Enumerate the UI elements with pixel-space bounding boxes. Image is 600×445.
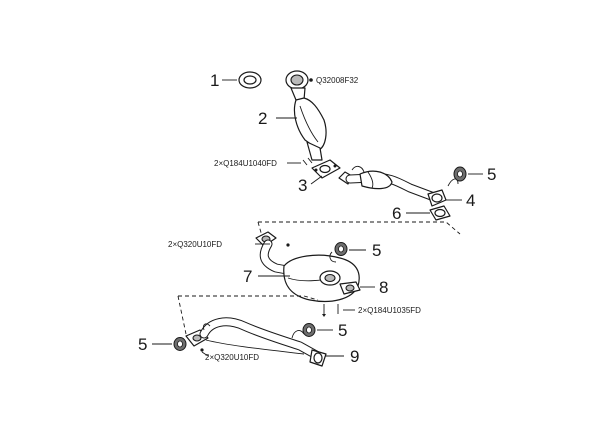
callout-5a: 5	[487, 165, 496, 184]
leader-3	[310, 175, 323, 185]
nut-icon	[286, 243, 290, 247]
part-3-flange-gasket	[311, 159, 341, 179]
part-1-gasket	[238, 71, 262, 89]
callout-9: 9	[350, 347, 359, 366]
callout-4: 4	[466, 191, 475, 210]
leader-320-lower	[201, 351, 209, 357]
callout-2: 2	[258, 109, 267, 128]
part-2-catalytic-converter	[285, 70, 327, 161]
bolt-pair-1040	[302, 157, 313, 166]
callout-8: 8	[379, 278, 388, 297]
intermediate-pipe	[338, 165, 439, 202]
part-6-gasket	[429, 205, 451, 221]
callout-1: 1	[210, 71, 219, 90]
fastener-label-320-upper: 2×Q320U10FD	[168, 240, 222, 249]
bolt-pair-1035	[322, 304, 339, 317]
assembly-dashed-line-upper-left	[257, 221, 263, 237]
assembly-dashed-line-lower	[178, 295, 319, 301]
callout-3: 3	[298, 176, 307, 195]
callout-6: 6	[392, 204, 401, 223]
part-8-muffler-gasket	[319, 270, 361, 295]
fastener-label-1035: 2×Q184U1035FD	[358, 306, 421, 315]
callout-5c: 5	[338, 321, 347, 340]
part-5-rubber-hanger-a	[453, 166, 467, 182]
nut-icon	[309, 78, 313, 82]
part-9-tail-pipe	[185, 317, 327, 367]
part-5-rubber-hanger-c	[302, 323, 316, 337]
assembly-dashed-line-lower-left	[177, 295, 187, 335]
callout-5b: 5	[372, 241, 381, 260]
nut-icon	[200, 348, 204, 352]
fastener-label-top: Q32008F32	[316, 76, 359, 85]
callout-5d: 5	[138, 335, 147, 354]
part-5-rubber-hanger-b	[329, 242, 348, 263]
assembly-dashed-line-upper	[258, 221, 461, 235]
callout-7: 7	[243, 267, 252, 286]
part-5-rubber-hanger-d	[173, 337, 187, 351]
fastener-label-320-lower: 2×Q320U10FD	[205, 353, 259, 362]
fastener-label-1040: 2×Q184U1040FD	[214, 159, 277, 168]
part-4-pipe-flange	[427, 178, 459, 207]
